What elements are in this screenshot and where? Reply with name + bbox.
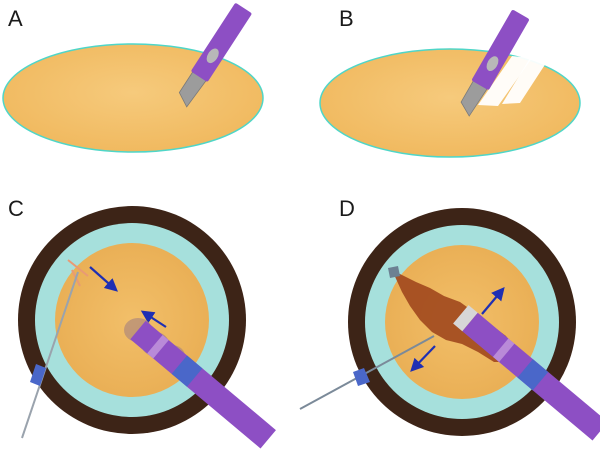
panel-a-blade bbox=[178, 3, 252, 108]
panel-d-tip-marker bbox=[388, 266, 400, 278]
panel-a bbox=[2, 3, 264, 153]
panel-d-arrow-down bbox=[410, 345, 436, 372]
panel-c bbox=[18, 206, 276, 449]
probe-segment bbox=[147, 334, 169, 359]
probe-shaft bbox=[130, 320, 276, 449]
panel-c-arrow-out bbox=[140, 310, 167, 328]
panel-a-disc bbox=[2, 43, 264, 153]
panel-c-needle bbox=[21, 271, 79, 439]
blade-handle bbox=[472, 10, 529, 90]
panel-d-probe bbox=[453, 305, 600, 441]
probe-tip bbox=[453, 305, 478, 332]
blade-grip bbox=[486, 56, 499, 72]
panel-label-b: B bbox=[339, 6, 354, 31]
panel-c-flap-mark-1 bbox=[67, 259, 89, 277]
probe-segment bbox=[492, 338, 515, 363]
panel-label-c: C bbox=[8, 196, 24, 221]
panel-c-probe bbox=[130, 320, 276, 449]
panel-b-blade bbox=[460, 10, 529, 117]
probe-band bbox=[517, 359, 549, 391]
panel-label-d: D bbox=[339, 196, 355, 221]
panel-d bbox=[299, 208, 600, 441]
panel-c-port-left bbox=[30, 364, 46, 386]
panel-d-port-left bbox=[353, 368, 370, 386]
panel-b bbox=[319, 10, 581, 158]
panel-label-a: A bbox=[8, 6, 23, 31]
probe-band bbox=[171, 355, 203, 387]
panel-c-arrow-in bbox=[89, 266, 118, 292]
panel-d-arrow-up bbox=[481, 286, 505, 315]
panel-d-needle bbox=[299, 335, 435, 410]
blade-handle bbox=[191, 3, 252, 82]
panel-b-strip-2 bbox=[502, 58, 548, 104]
panel-b-strip-1 bbox=[478, 56, 532, 106]
blade-grip bbox=[206, 48, 219, 64]
